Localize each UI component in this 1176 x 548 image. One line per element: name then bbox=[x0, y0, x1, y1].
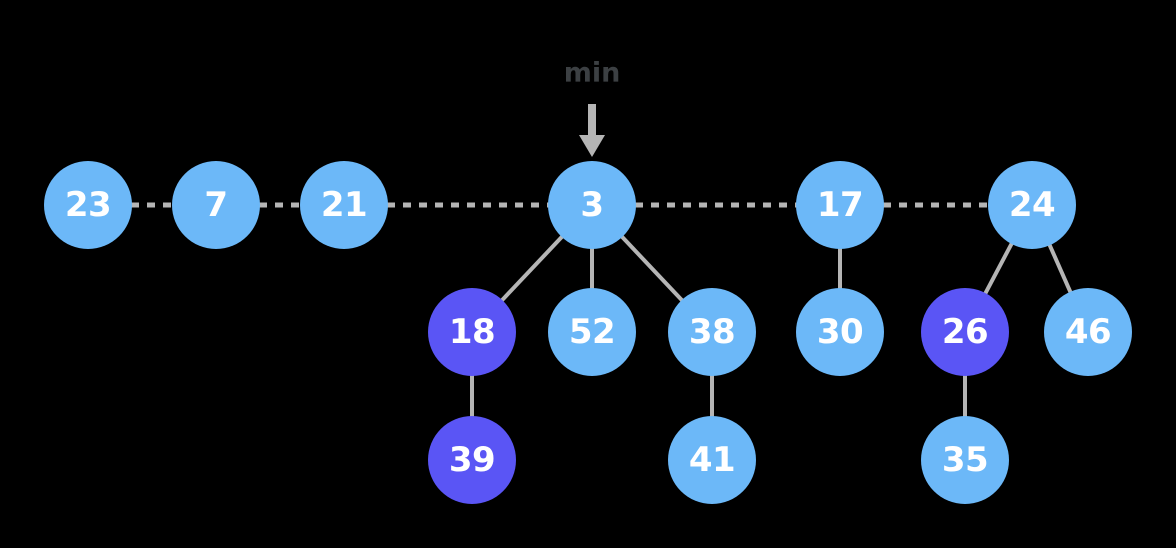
heap-node-38[interactable]: 38 bbox=[668, 288, 756, 376]
heap-node-26[interactable]: 26 bbox=[921, 288, 1009, 376]
heap-node-24[interactable]: 24 bbox=[988, 161, 1076, 249]
heap-node-39[interactable]: 39 bbox=[428, 416, 516, 504]
heap-node-label: 23 bbox=[64, 184, 112, 225]
heap-node-30[interactable]: 30 bbox=[796, 288, 884, 376]
heap-node-label: 18 bbox=[448, 311, 496, 352]
heap-node-35[interactable]: 35 bbox=[921, 416, 1009, 504]
heap-node-label: 30 bbox=[816, 311, 864, 352]
heap-node-18[interactable]: 18 bbox=[428, 288, 516, 376]
heap-node-label: 7 bbox=[204, 184, 228, 225]
heap-node-label: 21 bbox=[320, 184, 368, 225]
heap-node-label: 3 bbox=[580, 184, 604, 225]
heap-node-label: 39 bbox=[448, 439, 496, 480]
heap-node-label: 41 bbox=[688, 439, 736, 480]
heap-node-3[interactable]: 3 bbox=[548, 161, 636, 249]
heap-node-label: 35 bbox=[941, 439, 989, 480]
heap-node-21[interactable]: 21 bbox=[300, 161, 388, 249]
heap-node-7[interactable]: 7 bbox=[172, 161, 260, 249]
heap-node-23[interactable]: 23 bbox=[44, 161, 132, 249]
heap-node-17[interactable]: 17 bbox=[796, 161, 884, 249]
heap-node-label: 17 bbox=[816, 184, 864, 225]
heap-node-46[interactable]: 46 bbox=[1044, 288, 1132, 376]
heap-node-label: 24 bbox=[1008, 184, 1056, 225]
heap-node-52[interactable]: 52 bbox=[548, 288, 636, 376]
heap-node-label: 46 bbox=[1064, 311, 1112, 352]
heap-node-label: 26 bbox=[941, 311, 989, 352]
heap-node-label: 38 bbox=[688, 311, 736, 352]
heap-node-41[interactable]: 41 bbox=[668, 416, 756, 504]
heap-node-label: 52 bbox=[568, 311, 616, 352]
min-label: min bbox=[563, 57, 621, 89]
